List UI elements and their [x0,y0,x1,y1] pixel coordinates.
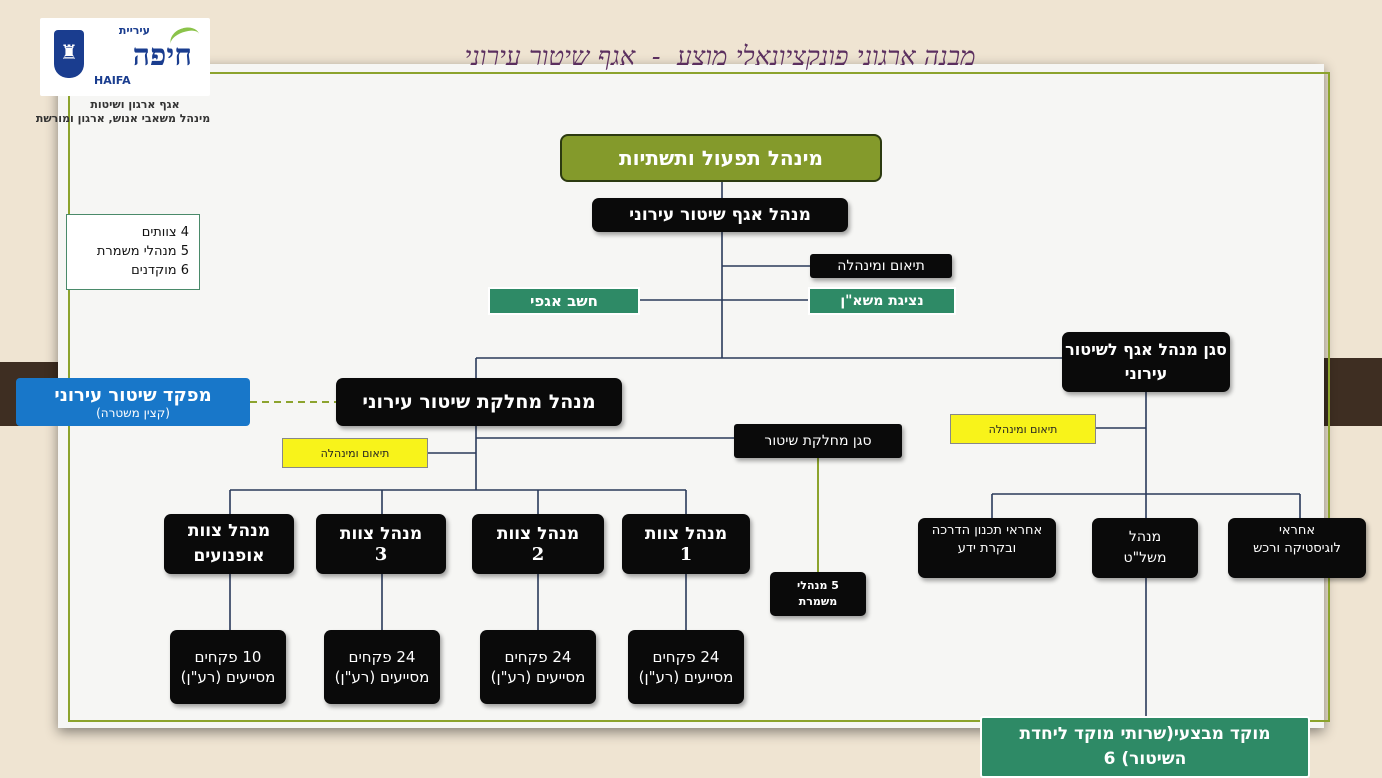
team-label: מנהל צוות [496,523,580,544]
node-team-3: מנהל צוות 3 [316,514,446,574]
node-team-2: מנהל צוות 2 [472,514,604,574]
city-crest-icon: ♜ [54,30,84,78]
node-deputy-head: סגן מנהל אגף לשיטור עירוני [1062,332,1230,392]
logo-city-english: HAIFA [94,74,131,87]
node-inspectors-2: 24 פקחים מסייעים (רע"ן) [480,630,596,704]
node-inspectors-1: 24 פקחים מסייעים (רע"ן) [628,630,744,704]
node-coordination-deputy: תיאום ומינהלה [950,414,1096,444]
commander-title: מפקד שיטור עירוני [54,384,212,406]
team-label: מנהל צוות [644,523,728,544]
node-ops-center: מוקד מבצעי(שרותי מוקד ליחדת השיטור) 6 [980,716,1310,778]
stats-line: 5 מנהלי משמרת [96,244,189,259]
team-label: מנהל צוות [339,523,423,544]
logo-city-small: עיריית [118,24,150,37]
team-number: 1 [679,543,693,565]
team-number: 2 [531,543,545,565]
node-deputy-division: סגן מחלקת שיטור [734,424,902,458]
haifa-logo: ♜ עיריית חיפה HAIFA [40,18,210,96]
page-title: מבנה ארגוני פונקציונאלי מוצע - אגף שיטור… [464,42,976,72]
node-division-head: מנהל מחלקת שיטור עירוני [336,378,622,426]
commander-note: (קצין משטרה) [96,405,170,420]
subtitle-department: אגף ארגון ושיטות [90,98,180,111]
node-logistics: אחראי לוגיסטיקה ורכש [1228,518,1366,578]
team-number: 3 [374,543,388,565]
node-security-mgr: מנהל משל"ט [1092,518,1198,578]
node-union-rep: נציגת משא"ן [808,287,956,315]
logo-city-name: חיפה [132,38,192,73]
node-commander: מפקד שיטור עירוני (קצין משטרה) [16,378,250,426]
node-dept-head: מנהל אגף שיטור עירוני [592,198,848,232]
stats-box: 4 צוותים 5 מנהלי משמרת 6 מוקדנים [66,214,200,290]
node-shift-managers: 5 מנהלי משמרת [770,572,866,616]
node-team-1: מנהל צוות 1 [622,514,750,574]
stats-line: 4 צוותים [141,225,189,240]
node-coordination-div: תיאום ומינהלה [282,438,428,468]
node-team-motorcycles: מנהל צוות אופנועים [164,514,294,574]
node-inspectors-moto: 10 פקחים מסייעים (רע"ן) [170,630,286,704]
node-accountant: חשב אגפי [488,287,640,315]
subtitle-administration: מינהל משאבי אנוש, ארגון ומורשת [35,112,211,125]
node-administration: מינהל תפעול ותשתיות [560,134,882,182]
node-coordination-top: תיאום ומינהלה [810,254,952,278]
node-training: אחראי תכנון הדרכה ובקרת ידע [918,518,1056,578]
node-inspectors-3: 24 פקחים מסייעים (רע"ן) [324,630,440,704]
stats-line: 6 מוקדנים [131,263,189,278]
